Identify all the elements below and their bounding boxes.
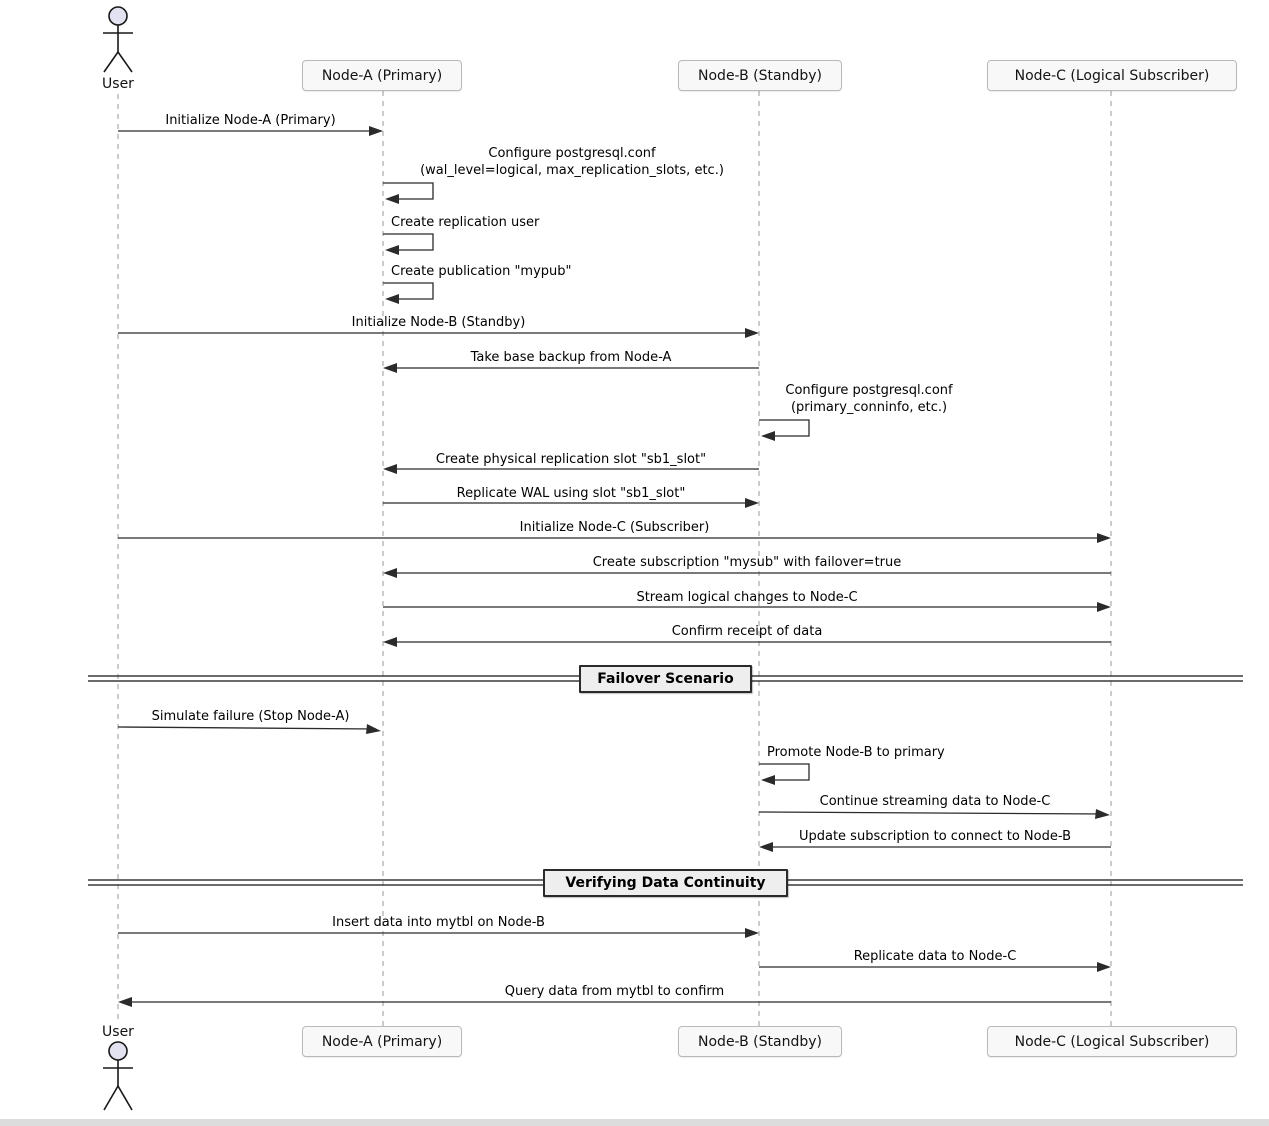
message-line-1: Configure postgresql.conf bbox=[488, 146, 656, 161]
message-stream-logical-changes: Stream logical changes to Node-C bbox=[636, 590, 858, 605]
message-initialize-node-b: Initialize Node-B (Standby) bbox=[351, 315, 526, 330]
message-update-subscription: Update subscription to connect to Node-B bbox=[798, 829, 1072, 844]
message-create-replication-user: Create replication user bbox=[391, 215, 540, 230]
message-line-1: Configure postgresql.conf bbox=[785, 383, 953, 398]
message-continue-streaming: Continue streaming data to Node-C bbox=[819, 794, 1051, 809]
actor-head bbox=[108, 1041, 128, 1061]
message-initialize-node-a: Initialize Node-A (Primary) bbox=[165, 113, 336, 128]
message-replicate-wal: Replicate WAL using slot "sb1_slot" bbox=[456, 486, 686, 501]
bottom-edge-strip bbox=[0, 1119, 1269, 1126]
actor-figure-top bbox=[103, 6, 133, 73]
message-create-physical-slot: Create physical replication slot "sb1_sl… bbox=[435, 452, 707, 467]
participant-node-b-bottom: Node-B (Standby) bbox=[678, 1026, 842, 1057]
actor-label-user-top: User bbox=[102, 76, 134, 92]
message-create-publication: Create publication "mypub" bbox=[391, 264, 572, 279]
actor-head bbox=[108, 6, 128, 26]
message-insert-data: Insert data into mytbl on Node-B bbox=[332, 915, 545, 930]
message-configure-node-b: Configure postgresql.conf (primary_conni… bbox=[763, 382, 975, 416]
participant-node-a-bottom: Node-A (Primary) bbox=[302, 1026, 462, 1057]
participant-node-c-bottom: Node-C (Logical Subscriber) bbox=[987, 1026, 1237, 1057]
message-simulate-failure: Simulate failure (Stop Node-A) bbox=[151, 709, 350, 724]
message-arrows bbox=[117, 126, 1111, 1007]
divider-verifying-data-continuity: Verifying Data Continuity bbox=[543, 869, 788, 897]
message-create-subscription: Create subscription "mysub" with failove… bbox=[592, 555, 902, 570]
message-promote-node-b: Promote Node-B to primary bbox=[767, 745, 945, 760]
actor-figure-bottom bbox=[103, 1041, 133, 1111]
divider-failover-scenario: Failover Scenario bbox=[579, 665, 752, 693]
message-take-base-backup: Take base backup from Node-A bbox=[470, 350, 672, 365]
message-line-2: (wal_level=logical, max_replication_slot… bbox=[420, 163, 724, 178]
message-confirm-receipt: Confirm receipt of data bbox=[671, 624, 823, 639]
message-configure-node-a: Configure postgresql.conf (wal_level=log… bbox=[388, 145, 756, 179]
participant-node-a-top: Node-A (Primary) bbox=[302, 60, 462, 91]
message-replicate-data: Replicate data to Node-C bbox=[853, 949, 1017, 964]
actor-label-user-bottom: User bbox=[102, 1024, 134, 1040]
lifelines bbox=[117, 91, 1112, 1026]
participant-node-c-top: Node-C (Logical Subscriber) bbox=[987, 60, 1237, 91]
message-query-data: Query data from mytbl to confirm bbox=[504, 984, 725, 999]
message-line-2: (primary_conninfo, etc.) bbox=[790, 400, 948, 415]
message-initialize-node-c: Initialize Node-C (Subscriber) bbox=[519, 520, 710, 535]
participant-node-b-top: Node-B (Standby) bbox=[678, 60, 842, 91]
